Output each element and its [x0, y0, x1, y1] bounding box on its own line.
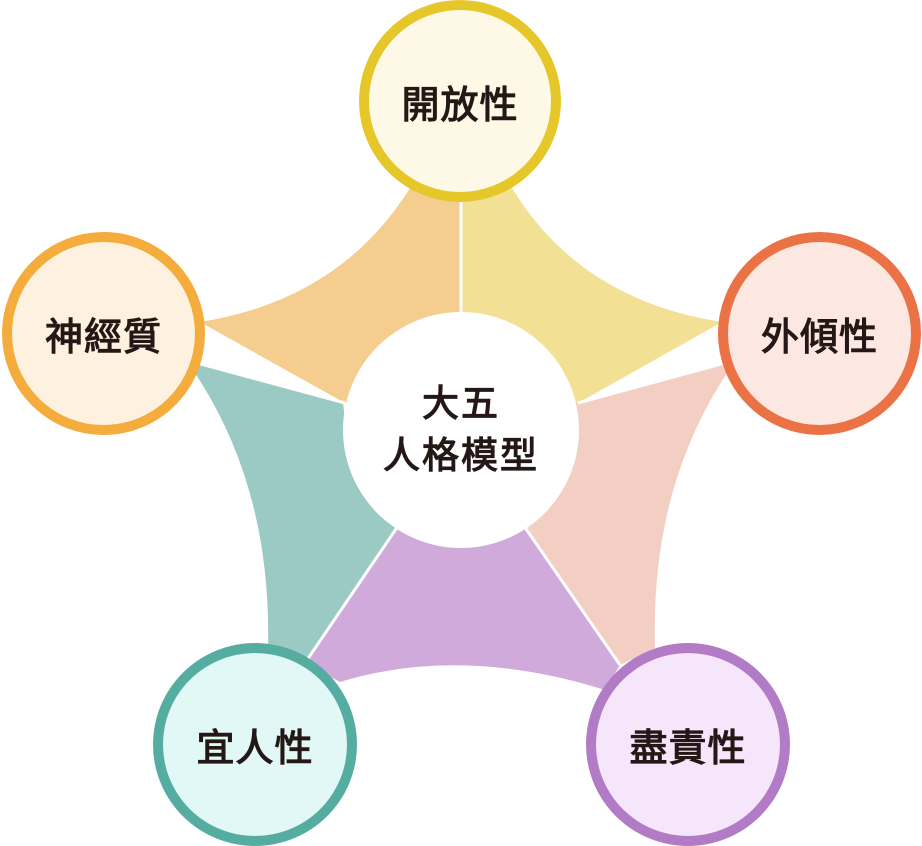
node-neuroticism: 神經質 — [2, 232, 205, 435]
label-extraversion: 外傾性 — [760, 315, 878, 359]
node-extraversion: 外傾性 — [718, 232, 921, 435]
label-agreeableness: 宜人性 — [196, 726, 314, 770]
node-agreeableness: 宜人性 — [153, 643, 357, 846]
separator-lines — [185, 196, 737, 666]
center-title-line2: 人格模型 — [383, 434, 539, 477]
center-title-circle: 大五 人格模型 — [343, 312, 579, 548]
center-title-line1: 大五 — [422, 382, 500, 425]
label-conscientiousness: 盡責性 — [629, 726, 747, 770]
wedge-conscientiousness — [305, 528, 620, 690]
label-openness: 開放性 — [401, 82, 519, 127]
node-openness: 開放性 — [359, 0, 561, 202]
node-conscientiousness: 盡責性 — [586, 643, 790, 846]
label-neuroticism: 神經質 — [44, 315, 162, 359]
